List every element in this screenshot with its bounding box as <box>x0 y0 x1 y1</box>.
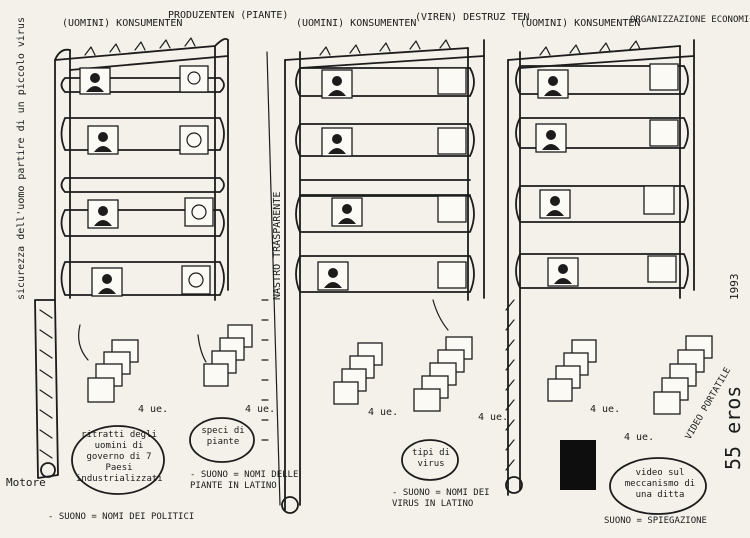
side-vertical-caption: sicurezza dell'uomo partire di un piccol… <box>16 17 27 300</box>
note-3-sound: - SUONO = NOMI DEI VIRUS IN LATINO <box>392 488 490 509</box>
motor-label: Motore <box>6 476 46 489</box>
count-2: 4 ue. <box>245 404 275 415</box>
note-3-bubble: tipi di virus <box>412 448 450 469</box>
signature: 55 eros <box>721 386 745 470</box>
column-3-shelving <box>505 39 713 496</box>
label-col2-destructors: (VIREN) DESTRUZ TEN <box>415 12 529 23</box>
column-labels: (UOMINI) KONSUMENTEN PRODUZENTEN (PIANTE… <box>62 10 750 29</box>
note-2-sound: - SUONO = NOMI DELLE PIANTE IN LATINO <box>190 470 299 491</box>
label-col3-consumers: (UOMINI) KONSUMENTEN <box>520 18 640 29</box>
count-3: 4 ue. <box>368 407 398 418</box>
count-labels: 4 ue. 4 ue. 4 ue. 4 ue. 4 ue. 4 ue. <box>138 404 654 443</box>
count-6: 4 ue. <box>624 432 654 443</box>
note-bubbles: ritratti degli uomini di governo di 7 Pa… <box>48 417 707 526</box>
column-1-shelving <box>34 37 253 479</box>
year-label: 1993 <box>728 274 741 301</box>
note-1-sound: - SUONO = NOMI DEI POLITICI <box>48 512 195 522</box>
count-5: 4 ue. <box>590 404 620 415</box>
note-4-bubble: video sul meccanismo di una ditta <box>624 468 696 500</box>
label-col1-consumers: (UOMINI) KONSUMENTEN <box>62 18 182 29</box>
label-col3-economic-org: ORGANIZZAZIONE ECONOMICA <box>630 15 750 25</box>
black-box <box>560 440 596 490</box>
label-col2-consumers: (UOMINI) KONSUMENTEN <box>296 18 416 29</box>
note-2-bubble: speci di piante <box>201 426 245 447</box>
tape-label: NASTRO TRASPARENTE <box>272 192 283 300</box>
count-4: 4 ue. <box>478 412 508 423</box>
note-1-bubble: ritratti degli uomini di governo di 7 Pa… <box>76 430 162 484</box>
note-4-sound: SUONO = SPIEGAZIONE <box>604 516 707 526</box>
column-2-shelving <box>261 39 485 514</box>
label-col1-producers: PRODUZENTEN (PIANTE) <box>168 10 288 21</box>
count-1: 4 ue. <box>138 404 168 415</box>
